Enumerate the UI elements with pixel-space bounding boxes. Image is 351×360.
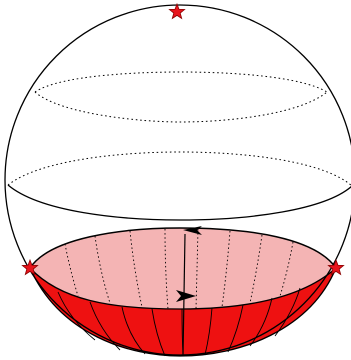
sphere-bottom-arc bbox=[29, 267, 337, 357]
sphere-outline bbox=[4, 4, 351, 356]
rim-arrow-left bbox=[183, 226, 202, 235]
north-pole-star bbox=[168, 2, 186, 20]
cap-top-meridians bbox=[64, 228, 294, 310]
inner-arrow-right bbox=[176, 290, 196, 302]
left-star bbox=[21, 258, 39, 276]
right-star bbox=[327, 258, 345, 276]
upper-latitude-front bbox=[34, 91, 328, 123]
middle-latitude-front bbox=[7, 184, 351, 221]
cap-rim-lower bbox=[29, 267, 337, 310]
cap-rim-upper bbox=[29, 227, 337, 269]
upper-latitude-back bbox=[34, 71, 328, 93]
cap-top-disk bbox=[30, 228, 336, 309]
middle-latitude-back bbox=[7, 151, 351, 186]
